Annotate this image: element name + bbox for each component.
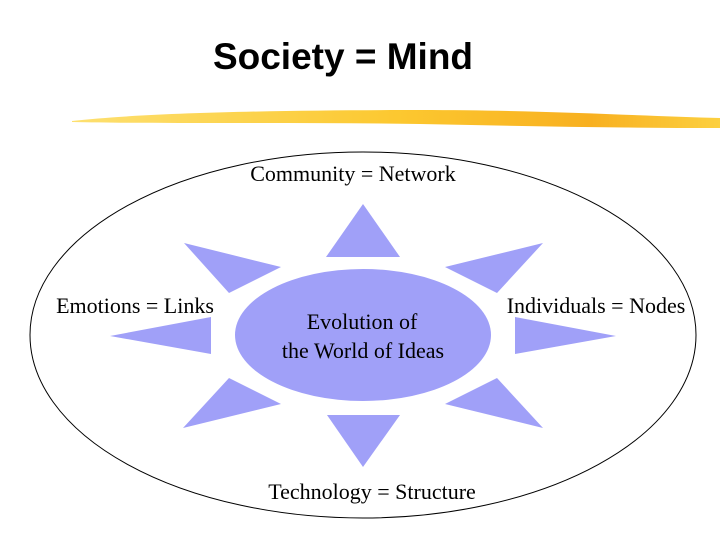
label-individuals: Individuals = Nodes [507, 293, 686, 318]
label-emotions: Emotions = Links [56, 293, 214, 318]
slide-title: Society = Mind [212, 36, 474, 77]
center-line-2: the World of Ideas [282, 338, 444, 363]
highlighter-stroke [72, 110, 720, 128]
ray-upper-right [445, 243, 543, 293]
center-ellipse [235, 269, 491, 401]
outer-ellipse [29, 151, 697, 519]
ray-right [515, 317, 616, 354]
label-community: Community = Network [250, 161, 456, 186]
label-technology: Technology = Structure [268, 479, 476, 504]
ray-top [326, 204, 400, 257]
ray-left [110, 317, 211, 354]
ray-lower-left [183, 378, 281, 428]
ray-upper-left [184, 243, 281, 293]
center-line-1: Evolution of [307, 309, 418, 334]
ray-lower-right [445, 378, 543, 428]
ray-bottom [327, 415, 400, 467]
